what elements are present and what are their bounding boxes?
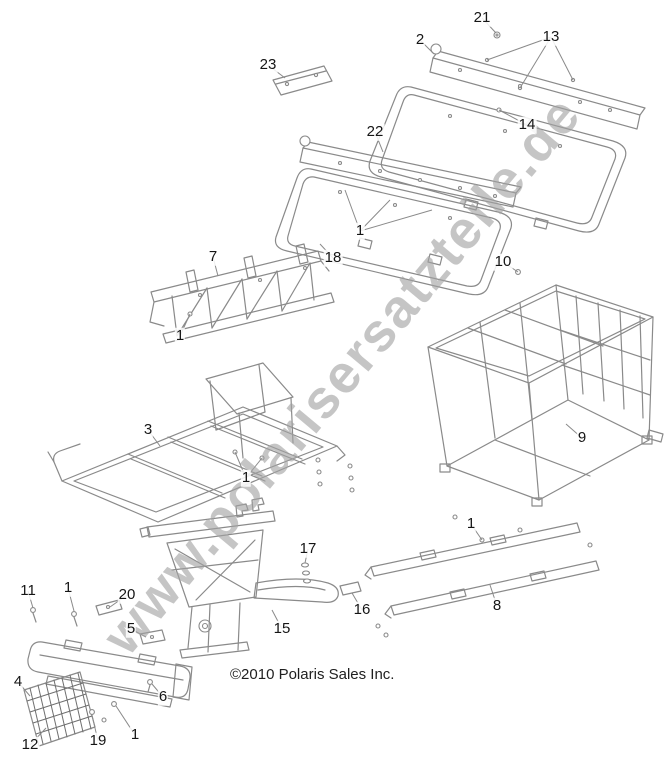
callout-number: 1 bbox=[354, 221, 366, 240]
callout-number: 7 bbox=[207, 247, 219, 266]
part-8-support-rails bbox=[339, 514, 600, 638]
callout-number: 16 bbox=[352, 600, 372, 619]
callout-number: 3 bbox=[142, 420, 154, 439]
callout-number: 9 bbox=[576, 428, 588, 447]
bumper-assembly bbox=[23, 599, 193, 747]
callout-number: 18 bbox=[323, 248, 343, 267]
callout-number: 8 bbox=[491, 596, 503, 615]
copyright-text: ©2010 Polaris Sales Inc. bbox=[230, 666, 395, 683]
part-3-front-frame bbox=[47, 362, 346, 523]
callout-number: 1 bbox=[465, 514, 477, 533]
callout-number: 1 bbox=[240, 468, 252, 487]
callout-number: 10 bbox=[493, 252, 513, 271]
callout-number: 21 bbox=[472, 8, 492, 27]
callout-number: 12 bbox=[20, 735, 40, 754]
part-2-rail-assembly bbox=[368, 31, 646, 233]
callout-number: 4 bbox=[12, 672, 24, 691]
part-22-rail-assembly bbox=[274, 135, 522, 296]
callout-number: 17 bbox=[298, 539, 318, 558]
callout-number: 14 bbox=[517, 115, 537, 134]
callout-number: 1 bbox=[129, 725, 141, 744]
callout-number: 5 bbox=[125, 619, 137, 638]
callout-number: 2 bbox=[414, 30, 426, 49]
screen-mesh bbox=[26, 672, 93, 745]
callout-number: 22 bbox=[365, 122, 385, 141]
callout-number: 1 bbox=[62, 578, 74, 597]
callout-number: 11 bbox=[19, 581, 37, 600]
part-23-bracket bbox=[272, 65, 333, 96]
part-15-front-support bbox=[139, 497, 339, 693]
callout-number: 13 bbox=[541, 27, 561, 46]
callout-number: 6 bbox=[157, 687, 169, 706]
callout-number: 1 bbox=[174, 326, 186, 345]
callout-number: 23 bbox=[258, 55, 278, 74]
callout-number: 20 bbox=[117, 585, 137, 604]
callout-number: 19 bbox=[88, 731, 108, 750]
part-9-main-frame bbox=[315, 269, 664, 507]
callout-number: 15 bbox=[272, 619, 292, 638]
